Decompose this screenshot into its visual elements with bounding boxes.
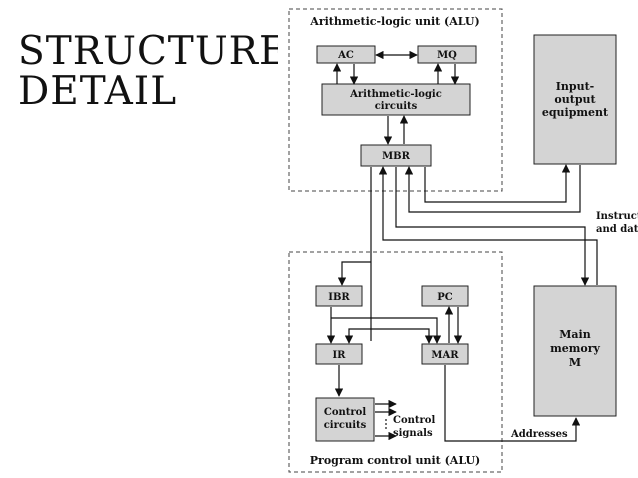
pc-register-box — [421, 285, 469, 307]
io-label-line-3: equipment — [542, 106, 609, 119]
mar-register-label: MAR — [431, 350, 459, 361]
control-circuits-line-1: Control — [324, 407, 366, 418]
addresses-label: Addresses — [510, 429, 568, 440]
control-signals-line-2: signals — [393, 428, 433, 439]
bus-to-mar-path — [371, 328, 434, 344]
ibr-register-box — [315, 285, 363, 307]
mbr-to-io-path — [424, 164, 571, 203]
mbr-to-ibr-path — [337, 261, 371, 286]
alc-label-line-1: Arithmetic-logic — [349, 89, 442, 100]
control-signal-dot-2 — [385, 423, 387, 425]
pc-register-label: PC — [437, 292, 453, 303]
ac-register-box — [316, 45, 376, 64]
alc-box — [321, 83, 471, 116]
main-memory-box — [533, 285, 617, 417]
io-label-line-1: Input- — [556, 80, 594, 93]
memory-label-line-1: Main — [559, 328, 590, 341]
pcu-group-frame — [288, 251, 503, 473]
ir-register-label: IR — [333, 350, 347, 361]
mq-register-box — [417, 45, 477, 64]
ir-register-box — [315, 343, 363, 365]
ibr-register-label: IBR — [328, 292, 350, 303]
control-signal-dot-1 — [385, 419, 387, 421]
mbr-register-label: MBR — [382, 151, 411, 162]
io-label-line-2: output — [554, 93, 596, 106]
memory-to-mbr-path — [378, 166, 598, 285]
mbr-register-box — [360, 144, 432, 167]
instructions-label-line-1: Instructions — [596, 211, 638, 222]
mq-register-label: MQ — [437, 50, 457, 61]
mar-to-memory-address-path — [444, 365, 581, 442]
memory-label-line-2: memory — [550, 342, 600, 355]
slide-title-line-2: DETAIL — [18, 69, 178, 114]
io-equipment-box — [533, 34, 617, 165]
pcu-group-label: Program control unit (ALU) — [310, 454, 481, 467]
control-circuits-line-2: circuits — [324, 420, 367, 431]
mbr-to-memory-path — [395, 167, 590, 286]
alu-group-frame — [288, 8, 503, 192]
instructions-label-line-2: and data — [596, 224, 638, 235]
alc-label-line-2: circuits — [375, 101, 418, 112]
alu-group-label: Arithmetic-logic unit (ALU) — [309, 15, 479, 28]
bus-to-ir-path — [344, 328, 371, 344]
ac-register-label: AC — [337, 50, 354, 61]
control-signal-dot-3 — [385, 427, 387, 429]
control-circuits-box — [315, 397, 375, 442]
io-to-mbr-path — [404, 165, 581, 213]
mar-register-box — [421, 343, 469, 365]
control-signals-line-1: Control — [393, 415, 435, 426]
memory-label-line-3: M — [569, 356, 581, 369]
ibr-to-mar-path — [331, 317, 442, 344]
